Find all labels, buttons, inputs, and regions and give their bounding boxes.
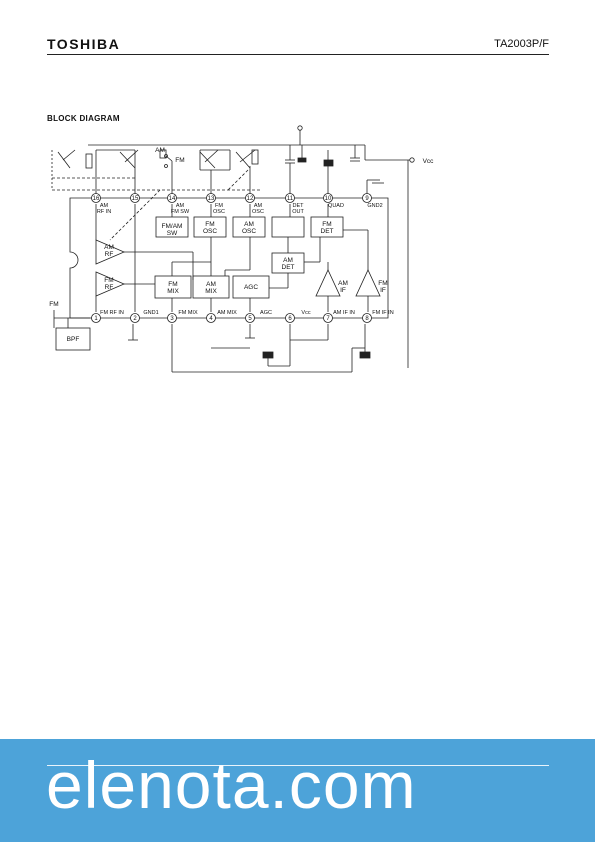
top-pin-14-label2: FM SW: [171, 209, 190, 215]
block-am-osc-l1: AM: [244, 221, 254, 228]
top-pin-16-label2: RF IN: [97, 209, 111, 215]
block-fmam-sw-l1: FM/AM: [162, 223, 183, 230]
am-if-l1: AM: [338, 280, 348, 287]
top-pin-15-circle: [130, 193, 140, 203]
bottom-pin-1-circle: [91, 313, 101, 323]
toshiba-logo: TOSHIBA: [47, 36, 121, 52]
block-fm-osc-l2: OSC: [203, 228, 217, 235]
block-am-det-l2: DET: [282, 264, 295, 271]
bottom-pin-3-circle: [167, 313, 177, 323]
bottom-pin-3-label: FM MIX: [178, 310, 198, 316]
top-pin-9-number: 9: [365, 196, 369, 202]
fm-if-l1: FM: [378, 280, 387, 287]
am-rf-amp: [95, 239, 126, 265]
top-pin-10-label1: QUAD: [328, 203, 344, 209]
bottom-pin-1-label: FM RF IN: [100, 310, 124, 316]
part-number: TA2003P/F: [494, 38, 549, 50]
fm-rf-l1: FM: [104, 277, 113, 284]
block-am-osc-l2: OSC: [242, 228, 256, 235]
block-agc: AGC: [244, 284, 258, 291]
top-pin-16-number: 16: [93, 196, 100, 202]
block-fm-mix-l2: MIX: [167, 288, 179, 295]
top-pin-11-number: 11: [287, 196, 294, 202]
top-pin-14-label1: AM: [176, 203, 185, 209]
bottom-pin-6-number: 6: [288, 316, 292, 322]
block-am-det-l1: AM: [283, 257, 293, 264]
bottom-pin-3-number: 3: [170, 316, 174, 322]
top-pin-10-circle: [323, 193, 333, 203]
block-fmam-sw-l2: SW: [167, 230, 178, 237]
top-pin-12-circle: [245, 193, 255, 203]
block-am-mix-l2: MIX: [205, 288, 217, 295]
top-pin-14-circle: [167, 193, 177, 203]
bottom-pin-2-number: 2: [133, 316, 137, 322]
bottom-pin-2-circle: [130, 313, 140, 323]
bottom-pin-4-number: 4: [209, 316, 213, 322]
bottom-pin-5-circle: [245, 313, 255, 323]
top-pin-16-circle: [91, 193, 101, 203]
fm-input-label: FM: [49, 301, 58, 308]
fm-if-amp: [355, 269, 381, 297]
bottom-pin-8-number: 8: [365, 316, 369, 322]
top-pin-13-number: 13: [208, 196, 215, 202]
top-pin-15-number: 15: [132, 196, 139, 202]
block-fm-mix-l1: FM: [168, 281, 177, 288]
top-pin-12-number: 12: [247, 196, 254, 202]
block-fm-osc-l1: FM: [205, 221, 214, 228]
bottom-pin-4-circle: [206, 313, 216, 323]
bottom-pin-5-label: AGC: [260, 310, 272, 316]
top-pin-14-number: 14: [169, 196, 176, 202]
top-pin-9-label1: GND2: [367, 203, 382, 209]
bottom-pin-5-number: 5: [248, 316, 252, 322]
bottom-pin-7-number: 7: [326, 316, 330, 322]
am-rf-l1: AM: [104, 244, 114, 251]
bottom-pin-7-circle: [323, 313, 333, 323]
bottom-pin-6-label: Vcc: [301, 310, 310, 316]
vcc-terminal: [297, 125, 303, 131]
section-title: BLOCK DIAGRAM: [47, 114, 120, 123]
watermark-text: elenota.com: [46, 748, 417, 822]
am-if-amp: [315, 269, 341, 297]
block-fm-det-l2: DET: [321, 228, 334, 235]
top-pin-10-number: 10: [325, 196, 332, 202]
banner-rule: [47, 765, 549, 766]
am-if-l2: IF: [340, 287, 346, 294]
top-pin-11-label1: DET: [293, 203, 305, 209]
top-pin-13-circle: [206, 193, 216, 203]
fm-switch-label: FM: [175, 157, 184, 164]
top-pin-12-label1: AM: [254, 203, 263, 209]
top-pin-13-label1: FM: [215, 203, 223, 209]
bottom-pin-8-label: FM IF IN: [372, 310, 393, 316]
bottom-pin-4-label: AM MIX: [217, 310, 237, 316]
fm-rf-amp: [95, 271, 126, 297]
fm-if-l2: IF: [380, 287, 386, 294]
header-rule: [47, 54, 549, 55]
am-switch-label: AM: [155, 147, 165, 154]
bottom-pin-6-circle: [285, 313, 295, 323]
bottom-pin-7-label: AM IF IN: [333, 310, 355, 316]
top-pin-11-label2: OUT: [292, 209, 304, 215]
ic-body: [69, 197, 389, 319]
bottom-pin-8-circle: [362, 313, 372, 323]
watermark-banner: elenota.com: [0, 739, 595, 842]
top-pin-12-label2: OSC: [252, 209, 264, 215]
vcc-label: Vcc: [423, 158, 435, 165]
top-pin-11-circle: [285, 193, 295, 203]
top-pin-16-label1: AM: [100, 203, 109, 209]
am-rf-l2: RF: [105, 251, 114, 258]
top-pin-9-circle: [362, 193, 372, 203]
bottom-pin-2-label: GND1: [143, 310, 158, 316]
fm-rf-l2: RF: [105, 284, 114, 291]
block-fm-det-l1: FM: [322, 221, 331, 228]
top-pin-13-label2: OSC: [213, 209, 225, 215]
bpf-label: BPF: [67, 336, 80, 343]
block-am-mix-l1: AM: [206, 281, 216, 288]
bottom-pin-1-number: 1: [94, 316, 98, 322]
